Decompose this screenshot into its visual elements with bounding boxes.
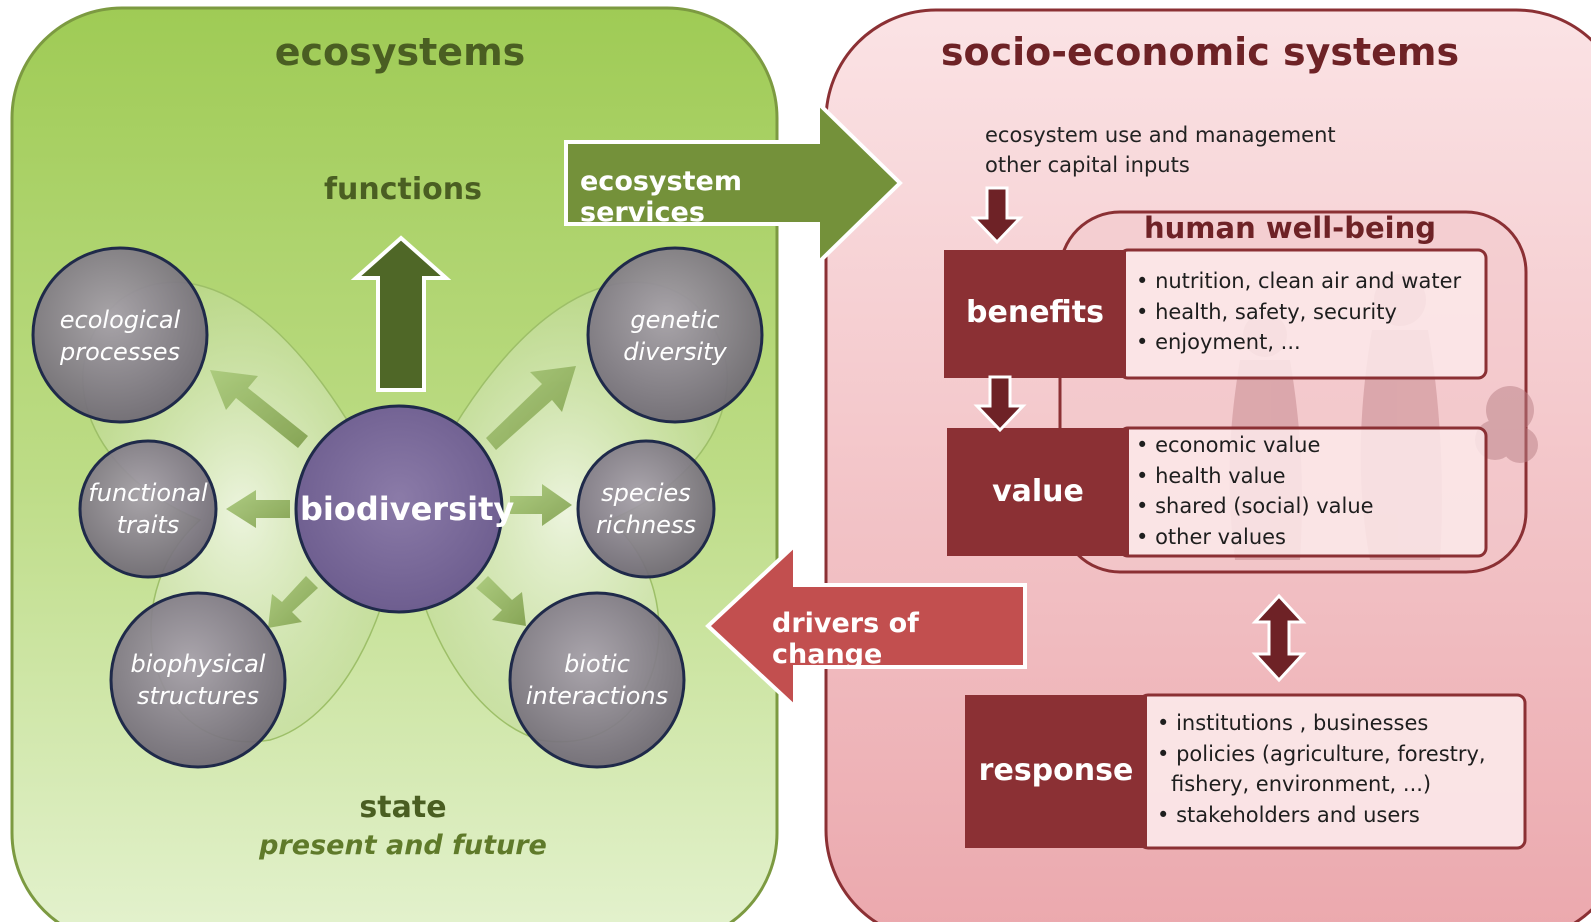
state-label: state [359,790,447,825]
functions-up-arrow [350,235,452,392]
human-wellbeing-title: human well-being [1144,211,1436,245]
benefits-list: nutrition, clean air and water health, s… [1136,266,1481,358]
circle-label-biotic-interactions: biotic interactions [517,648,677,712]
circle-label-ecological-processes: ecological processes [40,304,200,368]
list-item: enjoyment, ... [1136,327,1481,358]
drivers-of-change-label: drivers of change [772,608,919,670]
circle-label-species-richness: species richness [574,477,718,541]
circle-text-line: ecological [59,306,181,334]
list-item: health value [1136,461,1481,492]
benefits-to-value-arrow [973,375,1027,433]
drivers-of-change-arrow [705,540,1027,712]
ecosystem-services-arrow [564,98,903,268]
biodiversity-label: biodiversity [300,490,515,528]
circle-label-functional-traits: functional traits [76,477,220,541]
circle-genetic-diversity [586,246,764,424]
circle-text-line: structures [137,682,259,710]
input-down-arrow [970,186,1024,245]
value-label-box [947,428,1129,556]
value-response-double-arrow [1251,593,1307,683]
circle-text-line: biophysical [130,650,266,678]
circle-label-biophysical-structures: biophysical structures [118,648,278,712]
circle-biophysical-structures [109,591,287,769]
value-label: value [992,474,1084,509]
biodiversity-circle [294,404,504,614]
circle-label-genetic-diversity: genetic diversity [595,304,755,368]
input-line: ecosystem use and management [985,123,1336,147]
capital-inputs-text: ecosystem use and management other capit… [985,120,1405,180]
list-item: fishery, environment, ...) [1171,772,1432,796]
list-item: stakeholders and users [1157,800,1517,831]
list-item: policies (agriculture, forestry, [1157,739,1517,770]
circle-text-line: traits [116,511,180,539]
list-item: nutrition, clean air and water [1136,266,1481,297]
circle-text-line: processes [59,338,181,366]
list-item: institutions , businesses [1157,708,1517,739]
circle-text-line: species [601,479,691,507]
list-item: shared (social) value [1136,491,1481,522]
circle-ecological-processes [31,246,209,424]
state-subtitle: present and future [259,830,547,861]
value-list: economic value health value shared (soci… [1136,430,1481,552]
benefits-label: benefits [966,295,1104,330]
functions-label: functions [324,172,482,207]
circle-text-line: diversity [623,338,727,366]
tree-silhouette [1475,386,1538,463]
socio-economic-title: socio-economic systems [940,30,1460,74]
ecosystems-title: ecosystems [274,30,526,74]
circle-text-line: functional [88,479,208,507]
circle-text-line: genetic [630,306,720,334]
circle-functional-traits [78,439,218,579]
benefits-label-box [944,250,1126,378]
response-label: response [978,753,1134,788]
attribute-circles [31,246,764,769]
response-list: institutions , businesses policies (agri… [1157,708,1517,830]
circle-text-line: interactions [525,682,669,710]
circle-species-richness [576,439,716,579]
response-label-box [965,695,1147,848]
ecosystem-services-label: ecosystem services [580,166,742,228]
list-item: other values [1136,522,1481,553]
input-line: other capital inputs [985,153,1190,177]
circle-text-line: biotic [564,650,630,678]
list-item: economic value [1136,430,1481,461]
radial-arrows [210,366,576,628]
list-item: health, safety, security [1136,297,1481,328]
circle-text-line: richness [596,511,696,539]
circle-biotic-interactions [508,591,686,769]
